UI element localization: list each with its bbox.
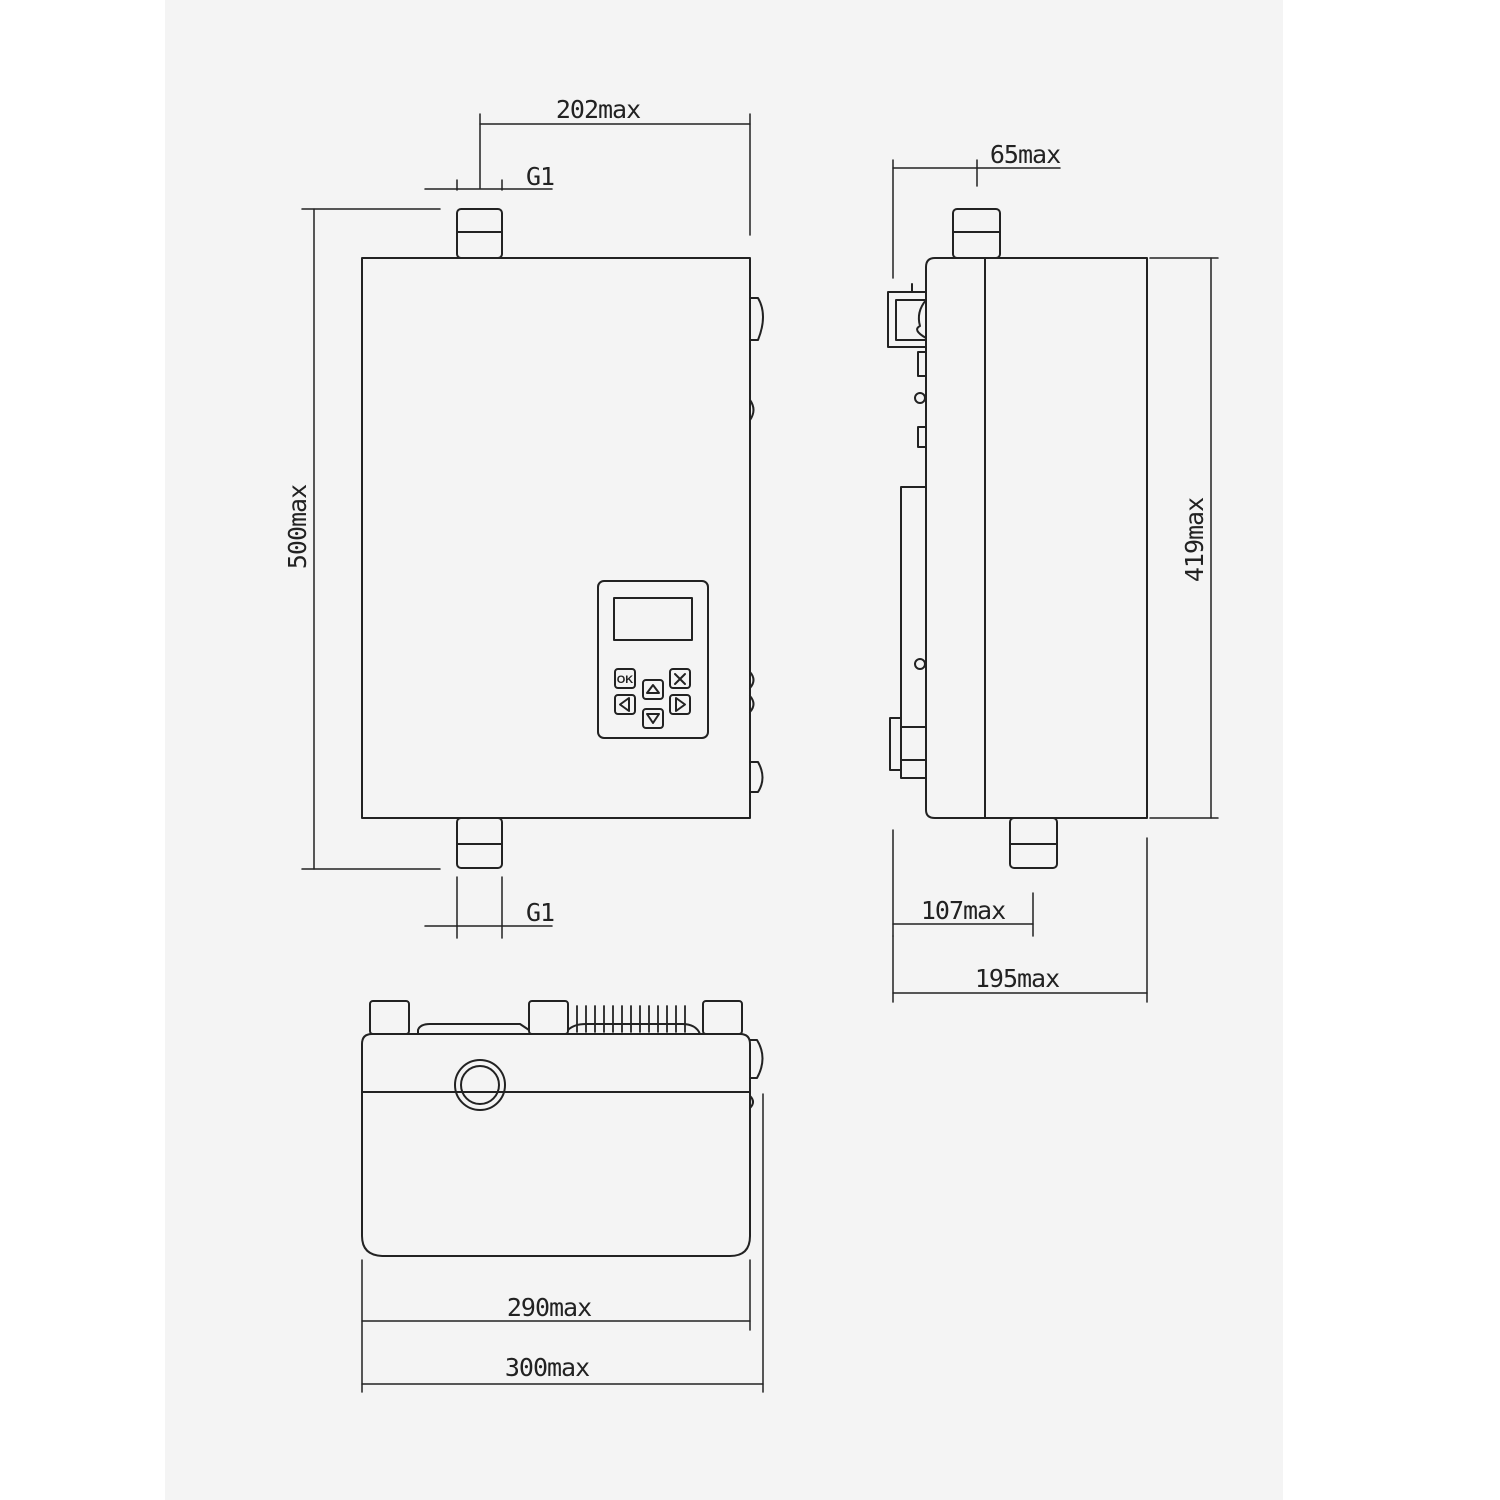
dim-202-label: 202max [556, 95, 641, 124]
dim-290: 290max [361, 1259, 751, 1393]
controller-panel: OK [597, 580, 709, 739]
top-view-pipes [369, 1000, 743, 1035]
controller-display [613, 597, 693, 641]
arrow-left-icon [619, 697, 630, 712]
dim-bottom-g1-label: G1 [526, 898, 554, 927]
top-view: 290max 300max [361, 1000, 764, 1393]
down-button[interactable] [642, 708, 664, 729]
front-view: OK [283, 95, 764, 939]
dim-300: 300max [361, 1093, 764, 1393]
dim-65: 65max [892, 140, 1062, 279]
arrow-down-icon [646, 713, 660, 724]
dim-bottom-g1: G1 [424, 876, 555, 939]
side-front-cover [984, 257, 1148, 819]
dim-202: 202max [479, 95, 751, 236]
dim-419-label: 419max [1180, 497, 1209, 582]
top-view-heatsink [576, 1005, 686, 1033]
top-view-body [361, 1033, 751, 1257]
drawing-panel [165, 0, 1283, 1500]
front-body [361, 257, 751, 819]
side-rear-housing [925, 257, 986, 819]
side-fittings [914, 351, 927, 670]
front-top-pipe [456, 208, 503, 259]
dim-top-g1: G1 [424, 162, 555, 191]
up-button[interactable] [642, 679, 664, 700]
ok-button[interactable]: OK [614, 668, 636, 689]
dim-195: 195max [892, 837, 1148, 1003]
dim-65-label: 65max [990, 140, 1061, 169]
dim-300-label: 300max [505, 1353, 590, 1382]
side-mounting-plate [889, 486, 927, 779]
dim-107: 107max [892, 829, 1034, 937]
side-view: 65max 419max 107max 195max [887, 140, 1219, 1003]
front-side-fittings [749, 297, 764, 793]
dim-195-label: 195max [975, 964, 1060, 993]
side-upper-bracket [887, 283, 927, 348]
top-view-bracket-left [417, 1023, 530, 1035]
side-bottom-pipe [1009, 817, 1058, 869]
dim-107-label: 107max [921, 896, 1006, 925]
dim-500-label: 500max [283, 484, 312, 569]
cancel-button[interactable] [669, 668, 691, 689]
left-button[interactable] [614, 694, 636, 715]
right-button[interactable] [669, 694, 691, 715]
top-view-round-outlet [454, 1059, 506, 1111]
close-icon [674, 673, 686, 685]
dim-500: 500max [283, 208, 441, 870]
arrow-right-icon [675, 697, 686, 712]
top-view-side-knobs [749, 1039, 764, 1109]
dim-290-label: 290max [507, 1293, 592, 1322]
ok-button-label: OK [617, 674, 634, 686]
front-bottom-pipe [456, 817, 503, 869]
dim-top-g1-label: G1 [526, 162, 554, 191]
arrow-up-icon [646, 684, 660, 694]
top-view-bracket-right [567, 1023, 701, 1035]
side-top-pipe [952, 208, 1001, 259]
dim-419: 419max [1149, 257, 1219, 819]
